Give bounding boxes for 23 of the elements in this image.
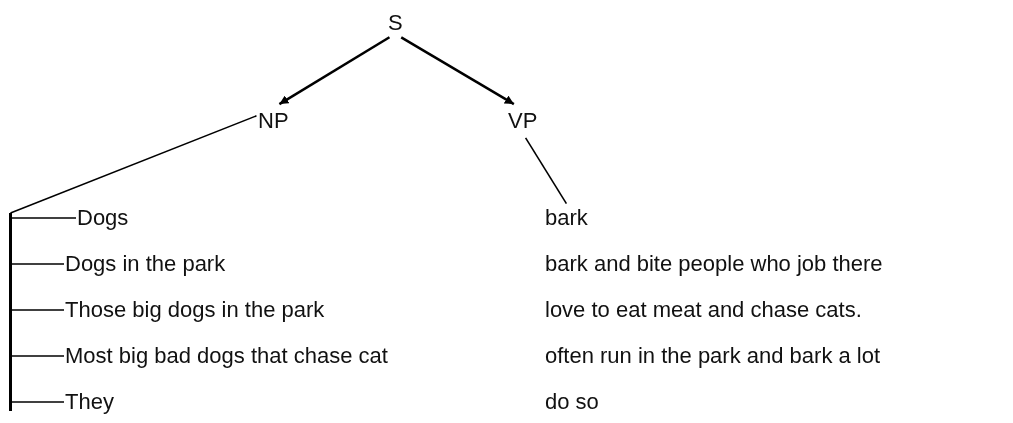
tree-node-label: VP (508, 108, 538, 134)
connector-line (11, 263, 65, 265)
connector-line (11, 355, 65, 357)
phrase-text: Dogs in the park (65, 251, 226, 277)
bracket-bar (9, 213, 12, 411)
phrase-text: do so (545, 389, 599, 415)
connector-line (524, 137, 568, 205)
connector-line (11, 217, 77, 219)
connector-line (11, 309, 65, 311)
arrow (400, 36, 515, 106)
phrase-text: They (65, 389, 114, 415)
connector-line (11, 401, 65, 403)
phrase-text: Dogs (77, 205, 129, 231)
connector-line (9, 115, 258, 214)
phrase-text: bark (545, 205, 588, 231)
phrase-text: love to eat meat and chase cats. (545, 297, 862, 323)
phrase-text: Those big dogs in the park (65, 297, 325, 323)
phrase-text: bark and bite people who job there (545, 251, 883, 277)
tree-node-label: NP (258, 108, 289, 134)
arrow (278, 36, 391, 106)
phrase-text: often run in the park and bark a lot (545, 343, 881, 369)
phrase-text: Most big bad dogs that chase cat (65, 343, 388, 369)
tree-node-label: S (388, 10, 403, 36)
